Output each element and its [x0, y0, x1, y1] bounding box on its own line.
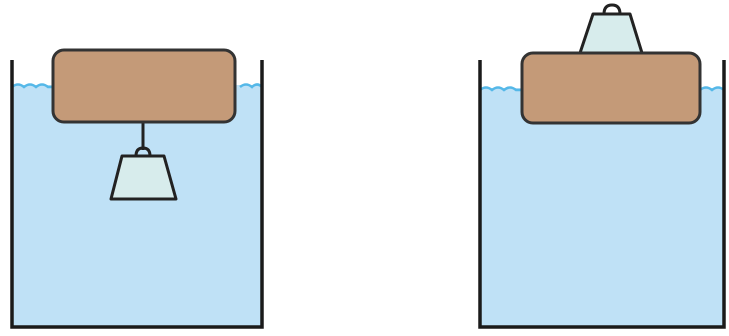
right-wooden-block: [522, 53, 700, 123]
left-wooden-block: [53, 50, 235, 122]
right-panel: [480, 5, 724, 327]
right-weight: [580, 14, 642, 53]
left-weight: [111, 156, 176, 199]
left-panel: [12, 50, 262, 327]
